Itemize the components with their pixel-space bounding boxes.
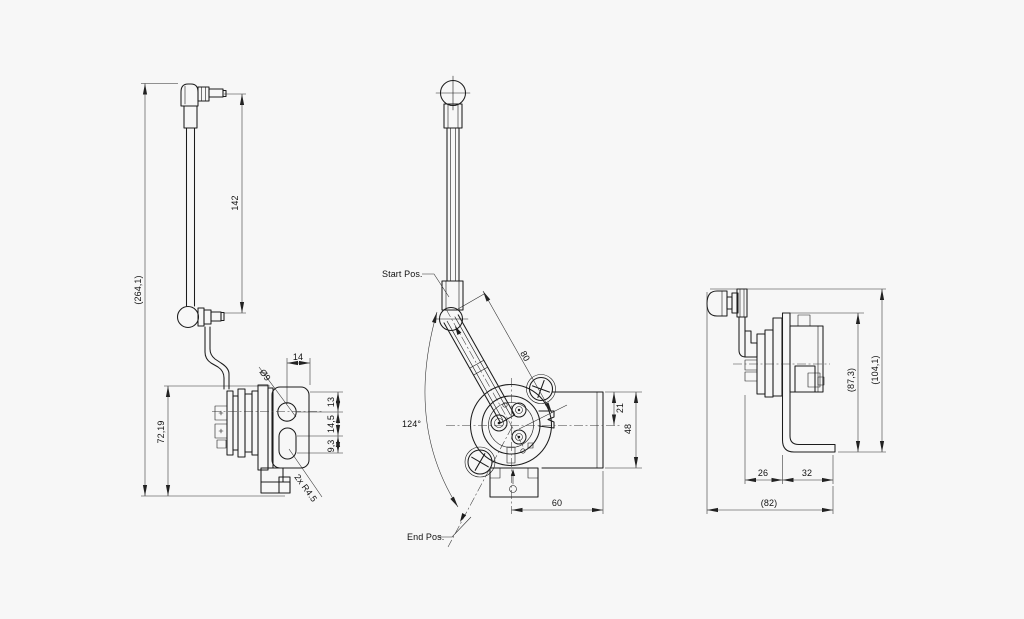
lever-sleeve [183, 105, 198, 129]
body-block [541, 391, 604, 469]
side-view-geometry [706, 288, 836, 453]
bottom-connector [260, 467, 291, 494]
lever-neck [443, 103, 463, 129]
end-direction-arrow [460, 513, 467, 522]
terminals [744, 359, 758, 382]
joint-stud [197, 307, 225, 327]
top-stud [197, 86, 227, 102]
flange-stack [756, 317, 783, 398]
dim-flange-height: (87,3) [846, 368, 856, 392]
left-view-geometry [176, 83, 322, 494]
dim-hole-bot: 9,3 [326, 440, 336, 453]
housing-body [789, 314, 825, 393]
knob [180, 83, 199, 107]
front-view-geometry [433, 75, 620, 548]
dim-bracket-depth: 32 [802, 468, 812, 478]
dim-hole-mid: 14,5 [326, 415, 336, 433]
lever-rod [446, 127, 460, 282]
dim-overall-height: (264,1) [133, 275, 143, 304]
flange-stack [226, 384, 274, 471]
side-view-dimensions: 26 32 (82) (87,3) (104,1) [706, 288, 886, 514]
mount-screw-bottom [464, 446, 496, 478]
hub [469, 383, 555, 467]
label-end-pos: End Pos. [407, 532, 444, 542]
dim-swing-angle: 124° [402, 419, 421, 429]
dim-top-width: 14 [293, 352, 303, 362]
lever-axis-centerline [445, 308, 525, 449]
ball-joint [176, 305, 200, 329]
dim-overall-depth: (82) [761, 498, 777, 508]
base-foot [489, 467, 539, 498]
lever-sleeve [441, 280, 464, 311]
end-pos-centerline [447, 426, 513, 548]
label-slot-radius: 2x R4.5 [292, 472, 319, 504]
housing-body [271, 386, 310, 469]
knob [706, 290, 728, 317]
swing-arc [424, 311, 459, 508]
dim-lever-length: 80 [518, 349, 532, 363]
front-view-dimensions: 124° 80 21 48 60 Start Pos. End Pos. [382, 269, 642, 542]
dim-lever-length: 142 [230, 195, 240, 210]
dim-front-depth: 26 [758, 468, 768, 478]
label-hole-dia: Ø9 [257, 367, 272, 383]
dim-body-height: 72,19 [156, 420, 166, 443]
terminals [214, 405, 228, 449]
dim-overall-height: (104,1) [870, 355, 880, 384]
dim-hole-top: 13 [326, 397, 336, 407]
mount-hole [277, 402, 297, 422]
left-view: (264,1) 142 72,19 14 13 14,5 9,3 Ø9 [133, 83, 343, 504]
mount-slot [278, 427, 297, 460]
lever-rod [185, 127, 196, 307]
offset-arm [204, 326, 225, 390]
mount-screw-top [526, 374, 556, 404]
dim-center-offset: 21 [615, 403, 625, 413]
side-view: 26 32 (82) (87,3) (104,1) [706, 288, 886, 514]
label-start-pos: Start Pos. [382, 269, 423, 279]
folded-lever-arm [726, 288, 758, 358]
dim-body-height: 48 [623, 424, 633, 434]
front-view: 124° 80 21 48 60 Start Pos. End Pos. [382, 75, 642, 548]
dim-body-width: 60 [552, 498, 562, 508]
